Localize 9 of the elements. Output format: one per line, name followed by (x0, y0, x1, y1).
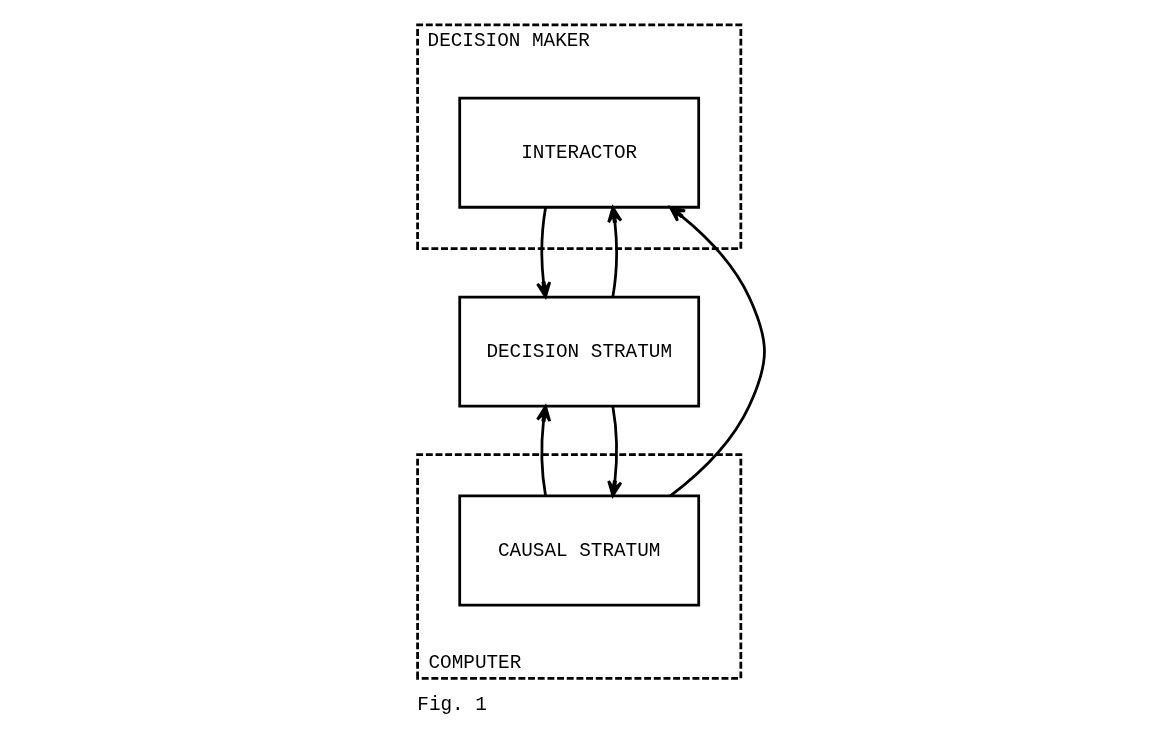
arrow (607, 406, 623, 497)
arrow (668, 205, 766, 497)
arrow (536, 405, 552, 496)
caption: Fig. 1 (417, 694, 487, 717)
node-box: INTERACTOR (458, 96, 701, 209)
arrow (607, 206, 623, 297)
node-box: DECISION STRATUM (458, 295, 701, 408)
arrow (536, 207, 552, 299)
node-box: CAUSAL STRATUM (458, 494, 701, 607)
